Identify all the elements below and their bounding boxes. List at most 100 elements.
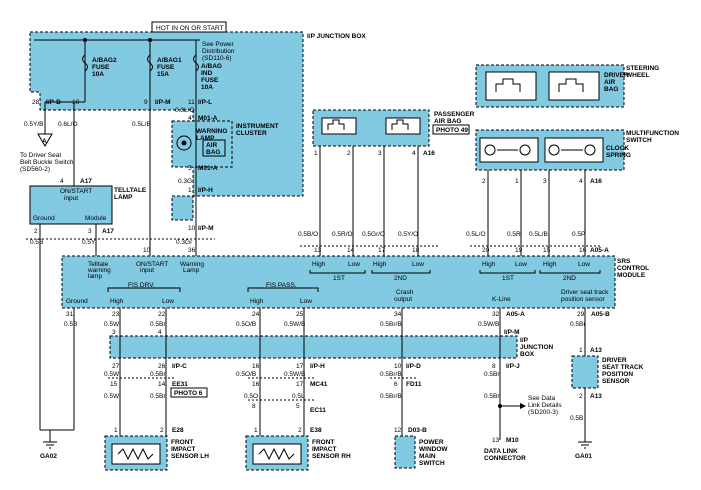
srs-label: lamp [88,273,102,280]
driver-airbag-label: AIR [604,79,616,86]
pin-label: 4 [60,178,64,185]
wire-color: 0.5O/B [236,371,256,378]
splice-dot [498,404,502,408]
pin-label: 4 [579,178,583,185]
clock-spring-icon [479,137,604,163]
airbag-label: AIR [206,142,218,149]
wire-color: 0.5Gr/O [362,231,385,238]
fuse-label: 10A [92,71,104,78]
pin-label: 1 [314,150,318,157]
pin-label: 12 [394,427,402,434]
wire-color: 0.5Br/B [380,371,402,378]
fuse-label: 15A [157,71,169,78]
srs-label: warning [87,267,111,274]
pin-label: 2 [160,427,164,434]
telltale-inner: ON/START [60,188,92,195]
connector-label: I/P-H [198,187,213,194]
wire-color: 0.6L/O [58,121,78,128]
connector-markers [26,238,600,401]
sensor-lh-name: IMPACT [171,446,195,453]
fuse-abag-ind-icon [193,54,199,72]
fuse-label: 10A [201,84,213,91]
data-link-note: See Data [528,395,555,402]
pin-label: 23 [112,311,120,318]
data-link-name: DATA LINK [484,448,518,455]
connector-label: I/P-L [198,99,212,106]
wire-color: 0.5B [64,321,77,328]
sensor-rh-name: IMPACT [312,446,336,453]
telltale-module: Module [85,215,107,222]
wire-color: 0.5W/B [284,371,305,378]
wire-color: 0.5B/O [298,231,318,238]
pin-label: 27 [112,363,120,370]
seat-sensor-name: POSITION [602,371,633,378]
pin-label: 16 [252,381,260,388]
pin-label: 4 [412,150,416,157]
fuse-symbols [82,54,199,72]
wire-color: 0.5L [292,393,305,400]
pin-label: 5 [296,403,300,410]
srs-high: High [482,261,496,268]
pin-label: 14 [158,381,166,388]
passenger-airbag-name: AIR BAG [434,118,461,125]
wire-color: 0.5R/O [332,231,353,238]
fuse-label: A/BAG2 [92,57,117,64]
pin-label: 28 [32,99,40,106]
connector-label: D03-B [408,427,427,434]
pin-label: 19 [515,247,523,254]
srs-label: ON/START [136,261,168,268]
fuse-label: FUSE [157,64,175,71]
fuse-label: FUSE [201,77,219,84]
photo-ref: PHOTO 6 [174,390,203,397]
telltale-ground: Ground [33,215,55,222]
wire-color: 0.3L/O [175,107,195,114]
wire-color: 0.3Gr [178,178,195,185]
fuse-label: A/BAG1 [157,57,182,64]
pin-label: 26 [158,363,166,370]
wire-color: 0.5P [572,231,585,238]
steering-name: STEERING [626,65,659,72]
srs-group-name: 1ST [333,275,345,282]
fuse-label: A/BAG [201,63,222,70]
seat-buckle-note: Belt Buckle Switch [20,159,74,166]
wire-color: 0.5B [30,239,43,246]
pin-label: 10 [394,363,402,370]
srs-high: High [110,298,124,305]
srs-label: Lamp [183,267,200,274]
srs-low: Low [578,261,590,268]
pin-label: 17 [296,381,304,388]
srs-low: Low [515,261,527,268]
srs-name: CONTROL [617,265,649,272]
srs-ground-label: Ground [66,298,88,305]
connector-label: A17 [80,178,92,185]
power-window-name: SWITCH [419,460,445,467]
lamp-label: LAMP [196,135,215,142]
photo-ref: PHOTO 49 [436,127,468,134]
wire-color: 0.5Y/O [398,231,418,238]
connector-label: I/P-M [155,99,171,106]
wire-color: 0.5L/B [529,231,548,238]
passenger-airbag-name: PASSENGER [434,111,475,118]
power-window-name: POWER [419,439,444,446]
power-note: See Power [202,41,235,48]
wires [34,39,586,442]
fuse-label: IND [201,70,213,77]
pin-label: 10 [72,99,80,106]
connector-label: I/P-M [198,225,214,232]
srs-group-name: 2ND [563,275,576,282]
pin-label: 24 [252,311,260,318]
wire-color: 0.5Br [484,371,500,378]
pin-label: 20 [482,247,490,254]
airbag-label: BAG [206,149,220,156]
srs-seat: Driver seat track [561,289,609,296]
wire-color: 0.5Br [484,393,500,400]
connector-label: I/P-C [172,363,187,370]
telltale-inner: input [64,195,78,202]
srs-high: High [250,298,264,305]
connector-label: A16 [590,178,602,185]
pin-label: 4 [188,115,192,122]
pin-label: 4 [158,329,162,336]
pin-label: 3 [88,228,92,235]
